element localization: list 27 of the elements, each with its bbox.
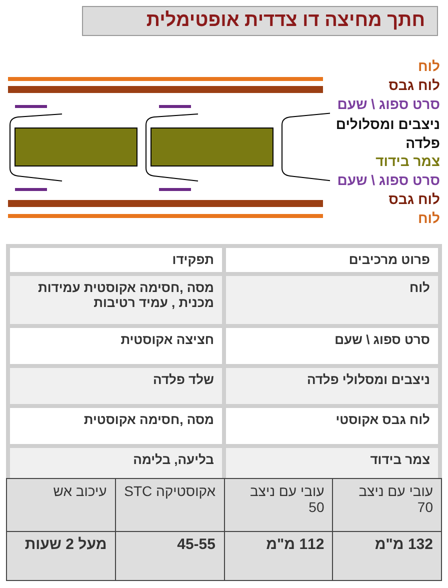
layer-label: צמר בידוד	[376, 153, 440, 169]
table-cell: מעל 2 שעות	[6, 532, 116, 580]
header-cell: עיכוב אש	[6, 478, 116, 532]
table-cell: סרט ספוג \ שעם	[226, 328, 438, 364]
table-cell: לוח גבס אקוסטי	[226, 408, 438, 444]
header-cell: תפקידו	[10, 248, 222, 272]
title-banner: חתך מחיצה דו צדדית אופטימלית	[82, 6, 438, 36]
layer-label: לוח	[418, 58, 440, 74]
layer-label: לוח	[418, 210, 440, 226]
table-cell: לוח	[226, 276, 438, 324]
header-cell: עובי עם ניצב 70	[332, 478, 442, 532]
header-cell: עובי עם ניצב 50	[224, 478, 333, 532]
table-cell: ניצבים ומסלולי פלדה	[226, 368, 438, 404]
layer-label: לוח גבס	[388, 77, 440, 93]
table-cell: 132 מ"מ	[332, 532, 442, 580]
table-cell: מסה ,חסימה אקוסטית עמידות מכנית , עמיד רטיבות	[10, 276, 222, 324]
layer-label: סרט ספוג \ שעם	[337, 172, 440, 188]
header-cell: אקוסטיקה STC	[115, 478, 224, 532]
table-cell: מסה ,חסימה אקוסטית	[10, 408, 222, 444]
layer-label: ניצבים ומסלולים פלדה	[334, 115, 440, 153]
layer-label: לוח גבס	[388, 191, 440, 207]
table-cell: 45-55	[115, 532, 224, 580]
table-cell: 112 מ"מ	[224, 532, 333, 580]
header-cell: פרוט מרכיבים	[226, 248, 438, 272]
table-cell: שלד פלדה	[10, 368, 222, 404]
table-cell: חציצה אקוסטית	[10, 328, 222, 364]
layer-label: סרט ספוג \ שעם	[337, 96, 440, 112]
